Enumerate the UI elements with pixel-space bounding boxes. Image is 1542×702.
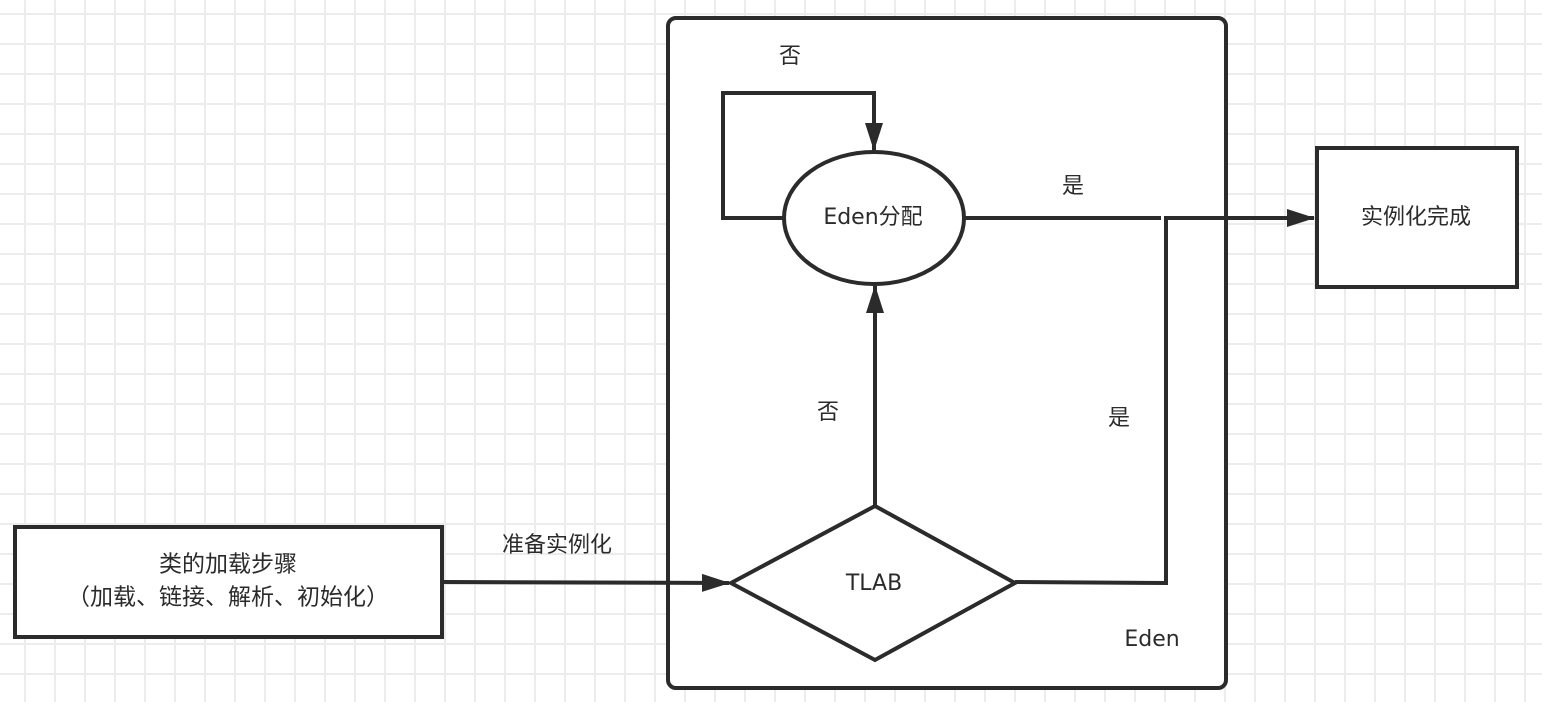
edge-eden-loop-no-label: 否 bbox=[778, 43, 802, 69]
edge-tlab-yes[interactable] bbox=[1014, 209, 1315, 586]
eden-container-label: Eden bbox=[1124, 626, 1180, 652]
edge-eden-yes-label: 是 bbox=[1061, 173, 1085, 199]
edge-eden-loop-no[interactable] bbox=[721, 91, 883, 220]
class-loading-node-label: 类的加载步骤 （加载、链接、解析、初始化） bbox=[67, 549, 389, 616]
class-loading-subtitle: （加载、链接、解析、初始化） bbox=[67, 585, 389, 611]
edge-tlab-yes-label: 是 bbox=[1107, 405, 1131, 431]
instantiation-done-node[interactable] bbox=[1315, 146, 1519, 289]
eden-alloc-label: Eden分配 bbox=[823, 204, 923, 230]
edge-prepare-label: 准备实例化 bbox=[501, 532, 613, 558]
instantiation-done-label: 实例化完成 bbox=[1360, 204, 1472, 230]
tlab-label: TLAB bbox=[845, 570, 903, 596]
class-loading-node[interactable] bbox=[13, 525, 444, 639]
edge-tlab-no-label: 否 bbox=[816, 399, 840, 425]
tlab-decision-node[interactable] bbox=[726, 503, 1020, 663]
edge-prepare-instantiation[interactable] bbox=[441, 573, 730, 592]
class-loading-title: 类的加载步骤 bbox=[159, 551, 297, 578]
